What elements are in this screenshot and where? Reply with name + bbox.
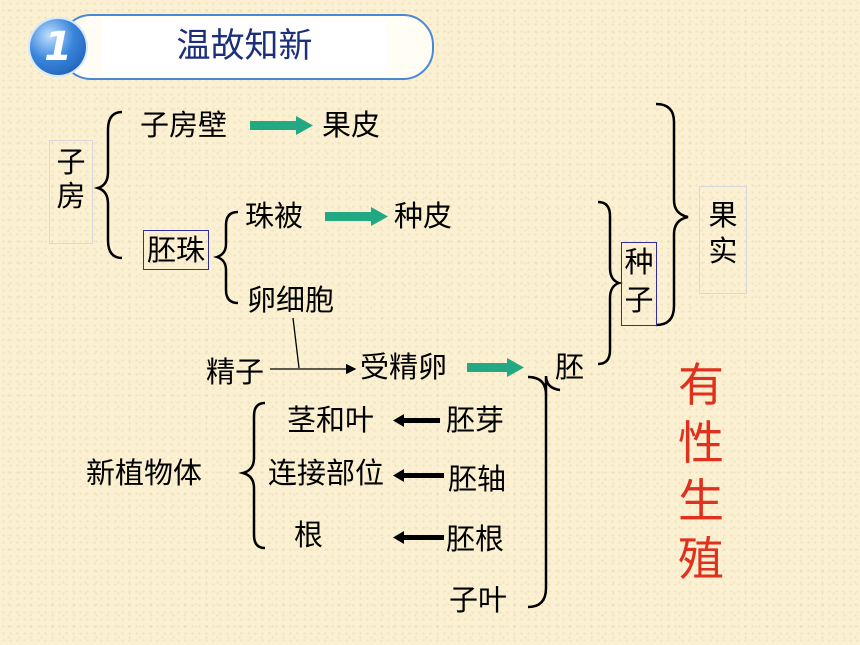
cotyledon-label: 子叶 <box>449 583 508 617</box>
egg-cell-connector <box>292 317 300 369</box>
sexual-reproduction-note: 有性生殖 <box>678 358 724 586</box>
zygote-label: 受精卵 <box>360 350 448 384</box>
embryo-label: 胚 <box>555 350 585 384</box>
sperm-label: 精子 <box>206 355 265 389</box>
green-arrow-integument <box>325 207 388 226</box>
black-arrow-plumule <box>393 414 440 427</box>
connecting-part-label: 连接部位 <box>268 456 385 490</box>
section-number-badge: 1 <box>30 19 86 75</box>
seed-coat-label: 种皮 <box>394 199 453 233</box>
root-label: 根 <box>294 518 324 552</box>
page-title: 温故知新 <box>176 26 313 66</box>
plumule-label: 胚芽 <box>446 403 505 437</box>
stem-leaf-label: 茎和叶 <box>287 403 375 437</box>
hypocotyl-label: 胚轴 <box>448 462 507 496</box>
new-plant-brace <box>238 401 266 550</box>
ovule-label: 胚珠 <box>143 230 210 270</box>
embryo-parts-brace <box>527 375 561 396</box>
ovary-label: 子房 <box>49 140 93 244</box>
ovary-brace <box>93 110 123 260</box>
black-arrow-hypocotyl <box>393 469 444 482</box>
fruit-label: 果实 <box>699 186 747 294</box>
green-arrow-zygote <box>467 358 524 377</box>
new-plant-label: 新植物体 <box>86 456 203 490</box>
black-arrow-radicle <box>393 531 444 544</box>
header-title-box: 温故知新 <box>102 19 387 74</box>
green-arrow-ovary-wall <box>250 116 313 135</box>
fruit-brace <box>655 102 689 327</box>
egg-cell-label: 卵细胞 <box>247 283 335 317</box>
ovule-brace <box>213 210 239 305</box>
seed-label: 种子 <box>621 242 657 326</box>
radicle-label: 胚根 <box>446 522 505 556</box>
integument-label: 珠被 <box>245 199 304 233</box>
section-number: 1 <box>44 24 72 70</box>
seed-brace <box>597 200 623 366</box>
ovary-wall-label: 子房壁 <box>140 108 228 142</box>
pericarp-label: 果皮 <box>322 108 381 142</box>
